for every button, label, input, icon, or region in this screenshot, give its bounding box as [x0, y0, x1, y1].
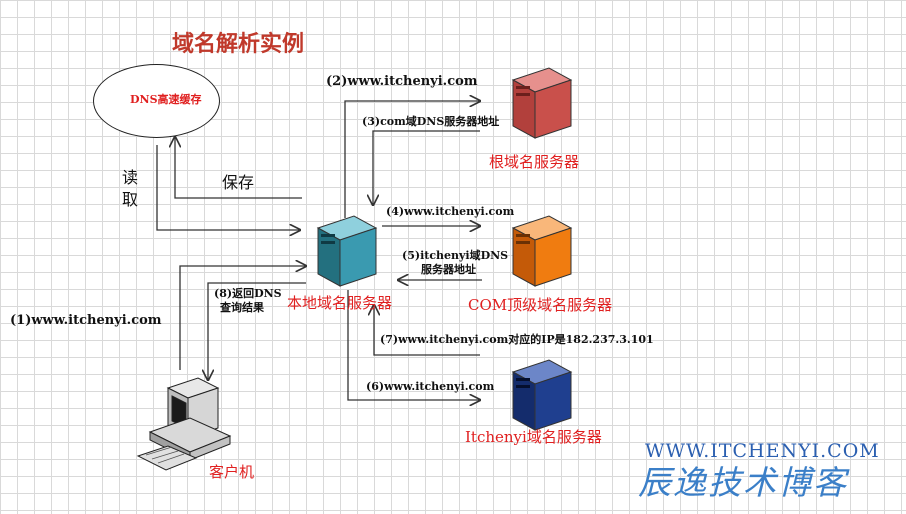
local-server-icon	[316, 215, 378, 287]
com-server-icon	[511, 215, 573, 287]
watermark-name: 辰逸技术博客	[638, 463, 848, 502]
local-server-label: 本地域名服务器	[287, 294, 393, 312]
itchenyi-server-icon	[511, 359, 573, 431]
arrow-step-6	[347, 290, 480, 400]
read-label-top: 读	[122, 168, 139, 187]
root-server-label: 根域名服务器	[489, 153, 580, 171]
arrow-save	[175, 137, 302, 199]
step-5-label-line2: 服务器地址	[421, 263, 476, 276]
client-label: 客户机	[209, 463, 255, 481]
dns-cache-node	[93, 64, 220, 138]
root-server-icon	[511, 67, 573, 139]
arrow-step-1	[179, 266, 306, 370]
step-8-label-line1: (8)返回DNS	[214, 287, 282, 300]
arrow-step-8	[208, 282, 306, 380]
com-server-label: COM顶级域名服务器	[468, 296, 613, 314]
save-label: 保存	[222, 173, 255, 192]
step-7-label: (7)www.itchenyi.com对应的IP是182.237.3.101	[380, 333, 654, 346]
dns-cache-label: DNS高速缓存	[130, 93, 202, 106]
arrow-step-7	[374, 305, 480, 356]
itchenyi-server-label: Itchenyi域名服务器	[465, 428, 602, 446]
step-5-label-line1: (5)itchenyi域DNS	[402, 249, 509, 262]
arrow-read	[156, 145, 300, 230]
step-3-label: (3)com域DNS服务器地址	[362, 115, 500, 128]
step-4-label: (4)www.itchenyi.com	[386, 205, 515, 218]
step-1-label: (1)www.itchenyi.com	[10, 313, 162, 328]
read-label-bottom: 取	[122, 190, 139, 209]
step-8-label-line2: 查询结果	[220, 301, 264, 314]
step-6-label: (6)www.itchenyi.com	[366, 380, 495, 393]
watermark-url: WWW.ITCHENYI.COM	[645, 440, 880, 462]
diagram-title: 域名解析实例	[172, 31, 305, 57]
arrow-step-2	[344, 101, 480, 218]
arrow-step-3	[373, 130, 480, 205]
client-computer-icon	[136, 377, 232, 471]
step-2-label: (2)www.itchenyi.com	[326, 74, 478, 89]
